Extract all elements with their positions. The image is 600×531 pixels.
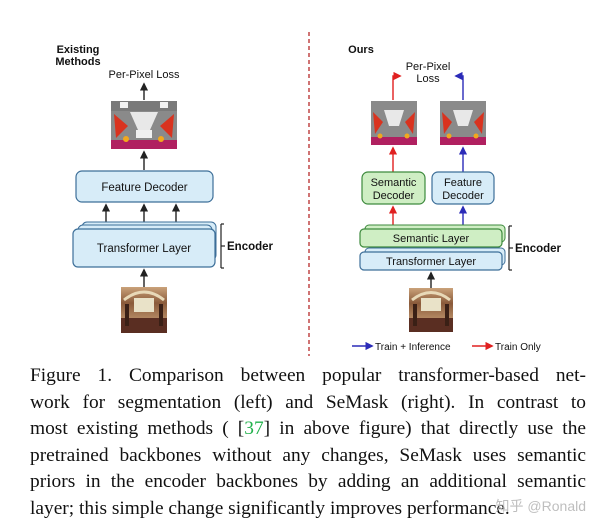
caption-line-3-pre: most existing methods ( [ <box>30 418 245 440</box>
semantic-layer-label: Semantic Layer <box>393 233 470 245</box>
caption-line-6: layer; this simple change significantly … <box>30 497 510 519</box>
left-transformer-layer-label: Transformer Layer <box>97 243 191 255</box>
blue-loss-arrow <box>454 71 464 100</box>
left-transformer-layer-box <box>72 228 216 268</box>
figure-diagram: Existing Methods Per-Pixel Loss Feature … <box>55 32 562 356</box>
semantic-segmentation-map <box>371 101 417 145</box>
semantic-decoder-label-2: Decoder <box>373 190 415 202</box>
right-transformer-layer-box <box>359 251 503 271</box>
semantic-decoder-label-1: Semantic <box>371 177 417 189</box>
left-feature-decoder-label: Feature Decoder <box>101 182 187 194</box>
feature-decoder-label-2: Decoder <box>442 190 484 202</box>
right-transformer-layer-label: Transformer Layer <box>386 256 476 268</box>
semantic-decoder-box <box>361 171 426 205</box>
caption-line-5: priors in the encoder backbones by addin… <box>30 471 586 493</box>
red-loss-arrow <box>392 71 402 100</box>
left-panel: Existing Methods Per-Pixel Loss Feature … <box>55 44 274 333</box>
left-input-image <box>121 287 167 333</box>
right-panel: Ours Per-Pixel Loss Seman <box>348 44 561 353</box>
citation-link[interactable]: 37 <box>244 418 264 440</box>
legend-train-inference: Train + Inference <box>375 342 451 353</box>
right-loss-label-2: Loss <box>416 73 440 85</box>
caption-line-2: work for segmentation (left) and SeMask … <box>30 391 586 413</box>
feature-decoder-label-1: Feature <box>444 177 482 189</box>
watermark: 知乎 @Ronald <box>495 498 586 514</box>
legend: Train + Inference Train Only <box>352 341 541 353</box>
existing-methods-heading: Existing <box>57 44 100 56</box>
existing-methods-heading-2: Methods <box>55 56 100 68</box>
caption-line-3: most existing methods ( [37] in above fi… <box>30 416 586 443</box>
caption-line-3-post: ] in above figure) that directly use the <box>263 418 586 440</box>
figure-caption: Figure 1. Comparison between popular tra… <box>30 363 586 523</box>
feature-segmentation-map <box>440 101 486 145</box>
caption-line-1: Figure 1. Comparison between popular tra… <box>30 365 586 386</box>
left-encoder-label: Encoder <box>227 241 274 253</box>
right-input-image <box>409 288 453 332</box>
caption-line-4: pretrained backbones without any changes… <box>30 444 586 466</box>
ours-heading: Ours <box>348 44 374 56</box>
left-feature-decoder-box <box>75 170 214 203</box>
feature-decoder-box <box>431 171 495 205</box>
left-segmentation-map <box>111 101 177 149</box>
semantic-layer-box <box>359 228 503 248</box>
left-loss-label: Per-Pixel Loss <box>109 69 180 81</box>
right-encoder-label: Encoder <box>515 243 562 255</box>
right-loss-label-1: Per-Pixel <box>406 61 451 73</box>
legend-train-only: Train Only <box>495 342 541 353</box>
